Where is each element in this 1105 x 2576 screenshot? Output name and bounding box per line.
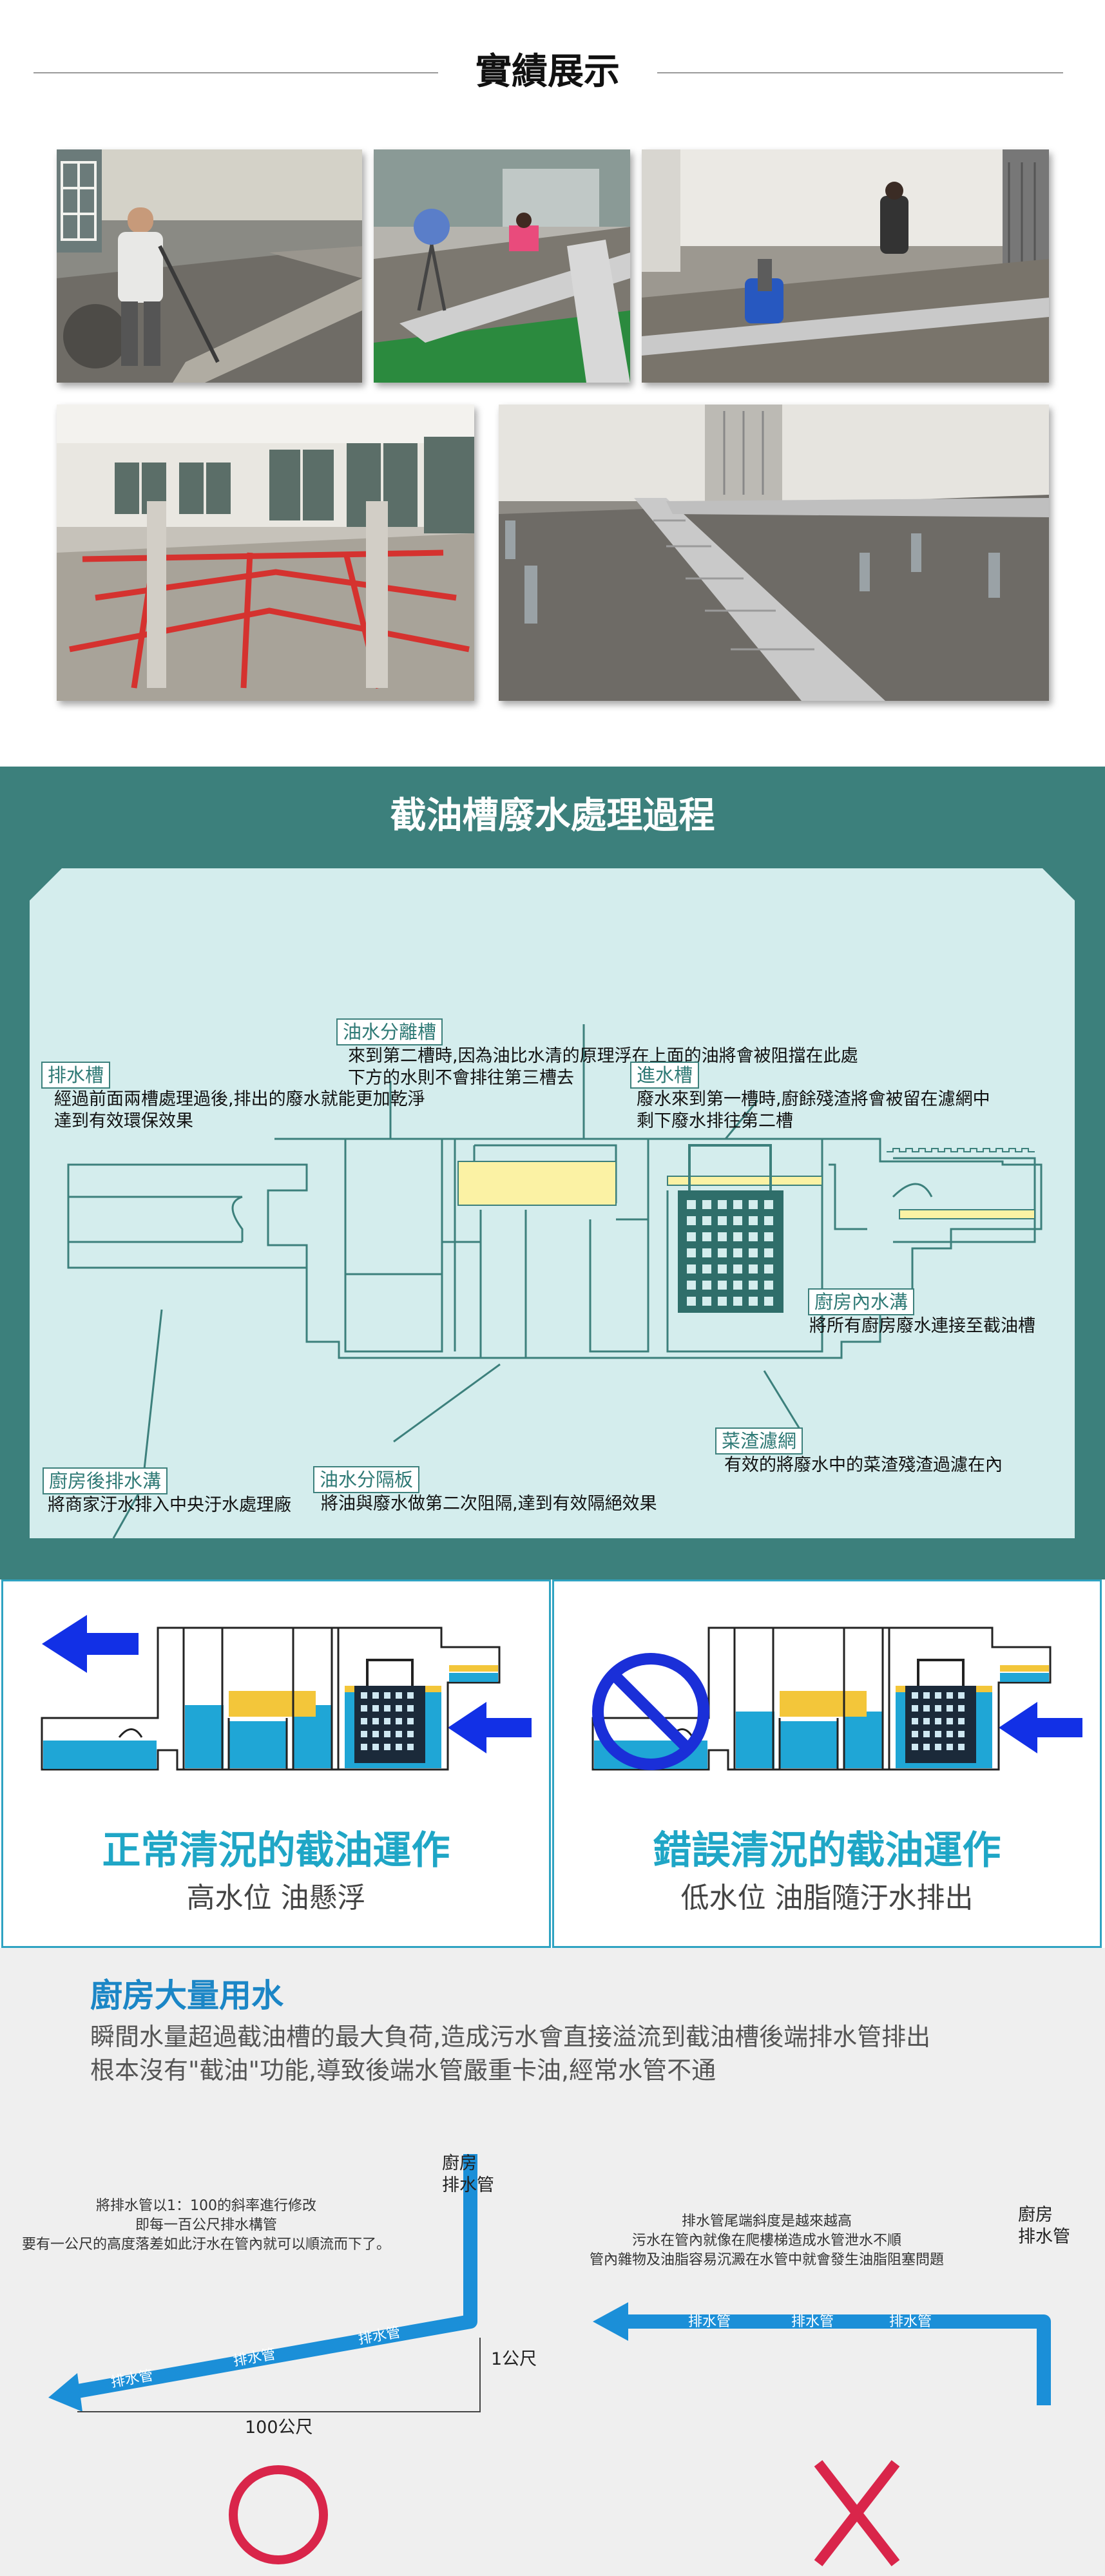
wrong-operation-panel: 錯誤清況的截油運作 低水位 油脂隨汙水排出 [552,1579,1102,1948]
right-note-3: 管內雜物及油脂容易沉澱在水管中就會發生油脂阻塞問題 [589,2252,944,2268]
correct-flow-arrow-icon [48,2373,82,2412]
inflow-arrow-icon [999,1702,1082,1753]
wrong-flow-arrow-icon [593,2302,628,2341]
callout-text-outlet-1: 經過前面兩槽處理過後,排出的廢水就能更加乾淨 [54,1089,425,1109]
grease-trap-diagram-svg [30,868,1075,1538]
wrong-cross-icon [814,2460,900,2566]
callout-text-inlet-2: 剩下廢水排往第二槽 [637,1111,793,1131]
callout-text-outlet-2: 達到有效環保效果 [54,1111,193,1131]
normal-operation-title: 正常清況的截油運作 [102,1828,450,1873]
kitchen-description-1: 瞬間水量超過截油槽的最大負荷,造成污水會直接溢流到截油槽後端排水管排出 [90,2023,931,2051]
callout-tag-strainer: 菜渣濾網 [715,1427,803,1455]
right-note-1: 排水管尾端斜度是越來越高 [681,2213,852,2229]
left-drain-label-2: 排水管 [442,2175,494,2195]
callout-tag-kitchen-drain: 廚房內水溝 [808,1288,915,1315]
callout-tag-baffle: 油水分隔板 [313,1466,420,1493]
wrong-operation-subtitle: 低水位 油脂隨汙水排出 [680,1882,974,1914]
correct-drain-pipe [70,2154,477,2399]
callout-text-strainer: 有效的將廢水中的菜渣殘渣過濾在內 [724,1455,1003,1475]
right-pipe-label-2: 排水管 [791,2314,834,2330]
right-drain-label-2: 排水管 [1018,2227,1070,2247]
prohibited-icon [592,1653,709,1770]
normal-operation-diagram [41,1615,532,1771]
process-title: 截油槽廢水處理過程 [390,795,715,837]
right-pipe-label-3: 排水管 [889,2314,932,2330]
normal-operation-subtitle: 高水位 油懸浮 [186,1882,366,1914]
right-drain-label-1: 廚房 [1018,2205,1053,2225]
length-label: 100公尺 [245,2418,313,2438]
callout-text-separation-1: 來到第二槽時,因為油比水清的原理浮在上面的油將會被阻擋在此處 [348,1046,858,1066]
inflow-arrow-icon [448,1702,532,1753]
project-photo-4 [57,405,474,701]
left-note-3: 要有一公尺的高度落差如此汙水在管內就可以順流而下了。 [21,2237,390,2253]
callout-tag-separation: 油水分離槽 [336,1018,443,1045]
project-photo-2 [374,149,630,383]
callout-text-baffle: 將油與廢水做第二次阻隔,達到有效隔絕效果 [321,1494,657,1514]
right-note-2: 污水在管內就像在爬樓梯造成水管泄水不順 [631,2233,901,2249]
title-divider-left [34,72,438,73]
wrong-operation-diagram [591,1627,1082,1771]
height-label: 1公尺 [491,2349,537,2369]
callout-text-after-drain: 將商家汙水排入中央汙水處理廠 [48,1495,291,1515]
left-note-1: 將排水管以1：100的斜率進行修改 [96,2198,316,2214]
callout-tag-after-drain: 廚房後排水溝 [43,1467,168,1494]
callout-text-inlet-1: 廢水來到第一槽時,廚餘殘渣將會被留在濾網中 [637,1089,990,1109]
project-photo-5 [499,405,1049,701]
kitchen-pipe-diagram [48,2154,1051,2566]
kitchen-section: 廚房大量用水 瞬間水量超過截油槽的最大負荷,造成污水會直接溢流到截油槽後端排水管… [0,1948,1105,2576]
process-section: 截油槽廢水處理過程 [0,767,1105,1579]
wrong-drain-pipe [625,2314,1051,2405]
right-pipe-label-1: 排水管 [688,2314,731,2330]
compare-section: 正常清況的截油運作 高水位 油懸浮 [0,1579,1105,1948]
process-diagram: 油水分離槽 來到第二槽時,因為油比水清的原理浮在上面的油將會被阻擋在此處 下方的… [30,868,1075,1538]
correct-circle-icon [229,2465,328,2564]
callout-tag-outlet: 排水槽 [41,1062,111,1089]
title-divider-right [657,72,1063,73]
project-photo-3 [642,149,1049,383]
kitchen-description-2: 根本沒有"截油"功能,導致後端水管嚴重卡油,經常水管不通 [90,2056,716,2085]
callout-text-kitchen-drain: 將所有廚房廢水連接至截油槽 [809,1316,1035,1336]
showcase-section: 實績展示 [0,0,1105,767]
kitchen-heading: 廚房大量用水 [90,1977,283,2014]
wrong-operation-title: 錯誤清況的截油運作 [653,1828,1001,1873]
normal-operation-panel: 正常清況的截油運作 高水位 油懸浮 [1,1579,551,1948]
callout-tag-inlet: 進水槽 [630,1062,700,1089]
callout-text-separation-2: 下方的水則不會排往第三槽去 [348,1068,574,1088]
project-photo-1 [57,149,362,383]
left-drain-label-1: 廚房 [442,2153,477,2173]
outflow-arrow-icon [42,1615,139,1673]
left-note-2: 即每一百公尺排水構管 [135,2217,277,2233]
strainer-basket [678,1144,783,1313]
showcase-title: 實績展示 [476,51,620,93]
